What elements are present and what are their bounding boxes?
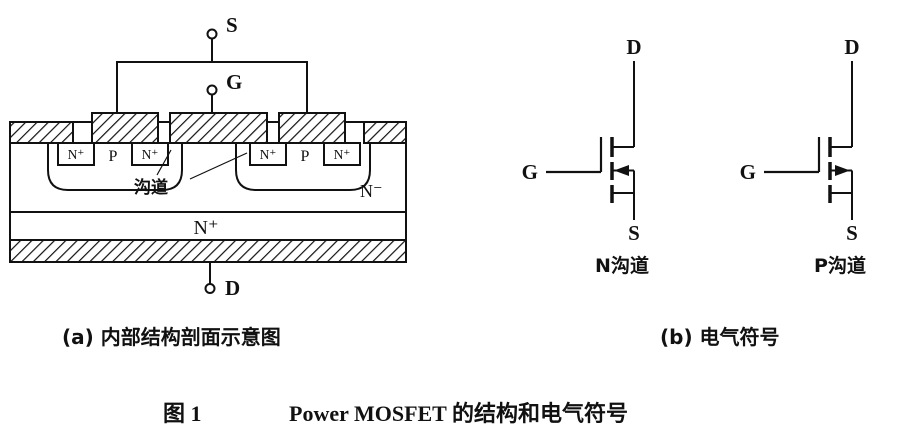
source-terminal-label: S (226, 13, 238, 37)
gate-terminal-label: G (226, 70, 242, 94)
nplus-cell-label-2: N⁺ (142, 147, 159, 162)
n-plus-substrate-label: N⁺ (194, 217, 219, 239)
drain-terminal-label: D (225, 276, 240, 300)
pch-source-label: S (846, 221, 858, 245)
nch-gate-label: G (522, 160, 538, 184)
pch-body-arrow (835, 165, 850, 176)
n-channel-labels: D G S N沟道 (522, 35, 649, 277)
figure-caption: 图 1 Power MOSFET 的结构和电气符号 (163, 401, 628, 426)
p-channel-labels: D G S P沟道 (740, 35, 866, 277)
pwell-left-label: P (109, 148, 118, 165)
pch-name-label: P沟道 (814, 254, 866, 277)
subcaption-a: (a) 内部结构剖面示意图 (62, 325, 281, 349)
nch-source-label: S (628, 221, 640, 245)
figure-caption-index: 图 1 (163, 401, 202, 426)
source-bridge-wire (116, 61, 308, 113)
pch-gate-label: G (740, 160, 756, 184)
nch-name-label: N沟道 (595, 254, 649, 277)
channel-label: 沟道 (134, 177, 168, 198)
nplus-cell-label-1: N⁺ (68, 147, 85, 162)
edge-metal-right-hatch (363, 121, 407, 144)
nch-body-arrow (614, 165, 629, 176)
channel-leader-lines (156, 149, 248, 180)
p-well-right-outline (235, 143, 371, 191)
nch-drain-label: D (626, 35, 641, 59)
edge-metal-left-hatch (9, 121, 74, 144)
subcaption-b: (b) 电气符号 (660, 325, 780, 349)
gate-electrode-hatch (169, 112, 268, 144)
pch-drain-label: D (844, 35, 859, 59)
n-minus-region-label: N⁻ (360, 181, 383, 201)
source-contact-left-hatch (91, 112, 159, 144)
drain-metal-hatch (9, 239, 407, 263)
p-channel-symbol (764, 61, 853, 220)
source-terminal-node (206, 28, 218, 62)
n-plus-source-boxes (57, 142, 361, 166)
figure-caption-title: Power MOSFET 的结构和电气符号 (289, 401, 628, 426)
nplus-cell-label-4: N⁺ (334, 147, 351, 162)
nplus-cell-label-3: N⁺ (260, 147, 277, 162)
drain-terminal-node (204, 262, 216, 294)
cross-section-diagram (9, 28, 407, 294)
pwell-right-label: P (301, 148, 310, 165)
n-channel-symbol (546, 61, 635, 220)
source-contact-right-hatch (278, 112, 346, 144)
gate-terminal-node (206, 84, 218, 113)
cross-section-labels: S G N⁺ N⁺ N⁺ N⁺ P P 沟道 N⁻ N⁺ D (a) 内部结构剖… (62, 13, 383, 349)
p-well-left-outline (47, 143, 183, 191)
top-metal-hatch (9, 112, 407, 144)
